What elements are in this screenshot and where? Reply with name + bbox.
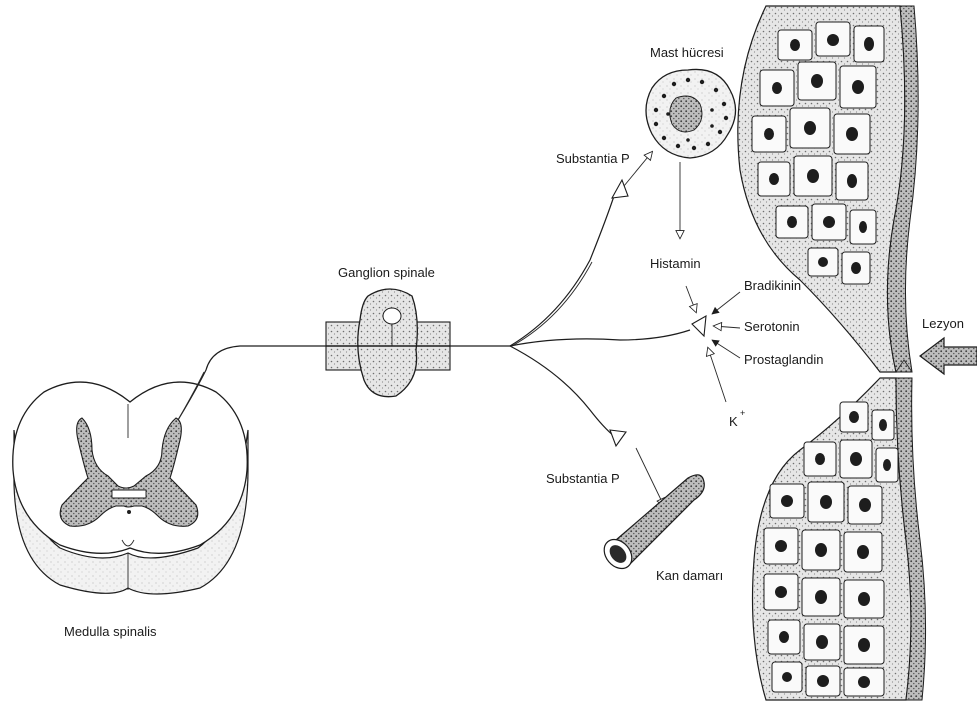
spinal-cord — [13, 382, 248, 594]
blood-vessel — [599, 475, 705, 574]
terminal-bottom-icon — [610, 430, 626, 446]
epithelial-tissue-lower — [753, 378, 926, 700]
prostaglandin-arrow — [712, 340, 740, 358]
ganglion-spinale — [326, 289, 450, 397]
label-bradykinin: Bradikinin — [744, 278, 801, 293]
label-substance-p-top: Substantia P — [556, 151, 630, 166]
label-substance-p-bottom: Substantia P — [546, 471, 620, 486]
potassium-arrow — [708, 348, 726, 402]
label-prostaglandin: Prostaglandin — [744, 352, 824, 367]
nerve-branches — [510, 196, 690, 436]
label-histamine: Histamin — [650, 256, 701, 271]
label-potassium-charge: + — [740, 408, 745, 418]
serotonin-arrow — [714, 326, 740, 328]
histamine-arrow — [686, 286, 696, 312]
terminal-top-icon — [612, 180, 628, 198]
label-spinal-cord: Medulla spinalis — [64, 624, 157, 639]
label-mast-cell: Mast hücresi — [650, 45, 724, 60]
label-blood-vessel: Kan damarı — [656, 568, 723, 583]
label-serotonin: Serotonin — [744, 319, 800, 334]
bradykinin-arrow — [712, 292, 740, 314]
terminal-middle-icon — [692, 316, 706, 336]
mast-cell — [646, 69, 736, 158]
lesion-arrow-icon — [920, 338, 977, 374]
label-ganglion: Ganglion spinale — [338, 265, 435, 280]
epithelial-tissue-upper — [738, 6, 918, 372]
label-lesion: Lezyon — [922, 316, 964, 331]
substance-p-to-vessel-arrow — [636, 448, 664, 506]
label-potassium: K — [729, 414, 738, 429]
